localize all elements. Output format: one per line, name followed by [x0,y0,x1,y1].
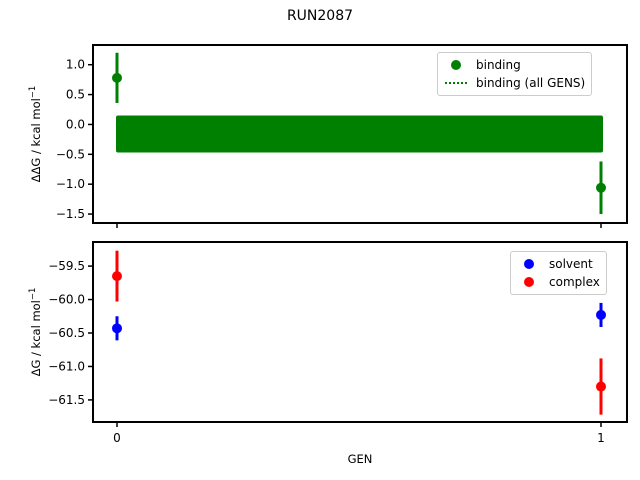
red-dot-icon [524,277,534,287]
green-dot-icon [451,60,461,70]
data-point [596,309,606,320]
x-axis-label: GEN [348,452,373,466]
data-point [112,323,122,334]
y-tick-label: −0.5 [56,147,85,161]
legend-label: solvent [549,257,593,271]
y-axis-label: ΔG / kcal mol−1 [28,288,43,377]
confidence-band [116,115,603,153]
legend-item-complex: complex [517,273,600,291]
data-point [596,381,606,392]
y-tick-label: −60.5 [48,326,85,340]
dotted-line-icon [445,82,467,84]
legend-label: complex [549,275,600,289]
axes-frame [92,241,628,423]
x-tick-label: 1 [597,431,605,445]
legend-label: binding [476,58,521,72]
y-tick-label: 0.0 [66,117,85,131]
figure-title: RUN2087 [286,8,354,24]
axes-frame [92,44,628,224]
y-tick-label: −61.5 [48,393,85,407]
data-point [112,271,122,282]
y-axis-label: ΔΔG / kcal mol−1 [28,86,43,183]
legend-bottom: solvent complex [510,251,607,295]
legend-top: binding binding (all GENS) [437,52,593,96]
legend-item-binding: binding [444,56,585,74]
legend-item-solvent: solvent [517,255,600,273]
y-tick-label: −1.0 [56,177,85,191]
y-tick-label: −59.5 [48,259,85,273]
blue-dot-icon [524,259,534,269]
y-tick-label: −1.5 [56,207,85,221]
x-tick-label: 0 [113,431,121,445]
legend-label: binding (all GENS) [476,76,586,90]
y-tick-label: −61.0 [48,359,85,373]
legend-item-binding-all: binding (all GENS) [444,74,585,92]
y-tick-label: 1.0 [66,58,85,72]
data-point [596,182,606,193]
data-point [112,72,122,83]
y-tick-label: 0.5 [66,88,85,102]
y-tick-label: −60.0 [48,293,85,307]
